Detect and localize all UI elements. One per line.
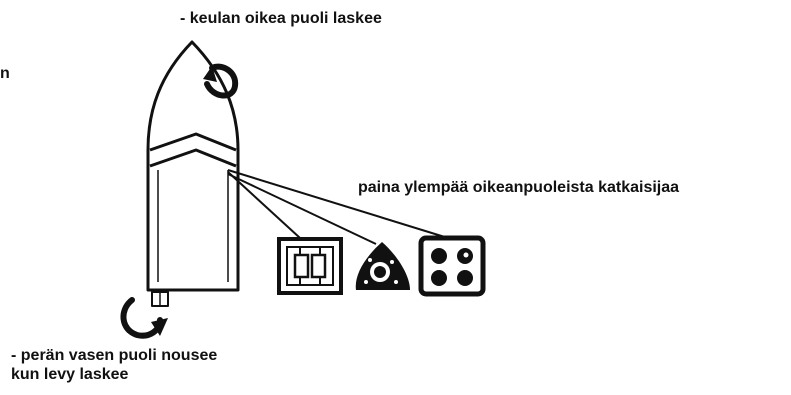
bow-right-side-label: - keulan oikea puoli laskee xyxy=(180,10,382,27)
trim-tab-switch-icon xyxy=(277,237,343,295)
four-button-switch-icon xyxy=(418,235,486,297)
stern-left-side-label: - perän vasen puoli nousee kun levy lask… xyxy=(11,346,217,384)
stern-label-line-1: - perän vasen puoli nousee xyxy=(11,347,218,364)
triangle-dial-icon xyxy=(355,242,410,290)
boat-hull xyxy=(146,40,240,307)
leader-lines xyxy=(227,169,449,245)
bow-rotation-arrow-icon xyxy=(203,63,239,99)
cropped-text-fragment: n xyxy=(0,65,10,82)
stern-label-line-2: kun levy laskee xyxy=(11,366,129,383)
instruction-label: paina ylempää oikeanpuoleista katkaisija… xyxy=(358,179,680,196)
stern-rotation-arrow-icon xyxy=(120,297,168,339)
